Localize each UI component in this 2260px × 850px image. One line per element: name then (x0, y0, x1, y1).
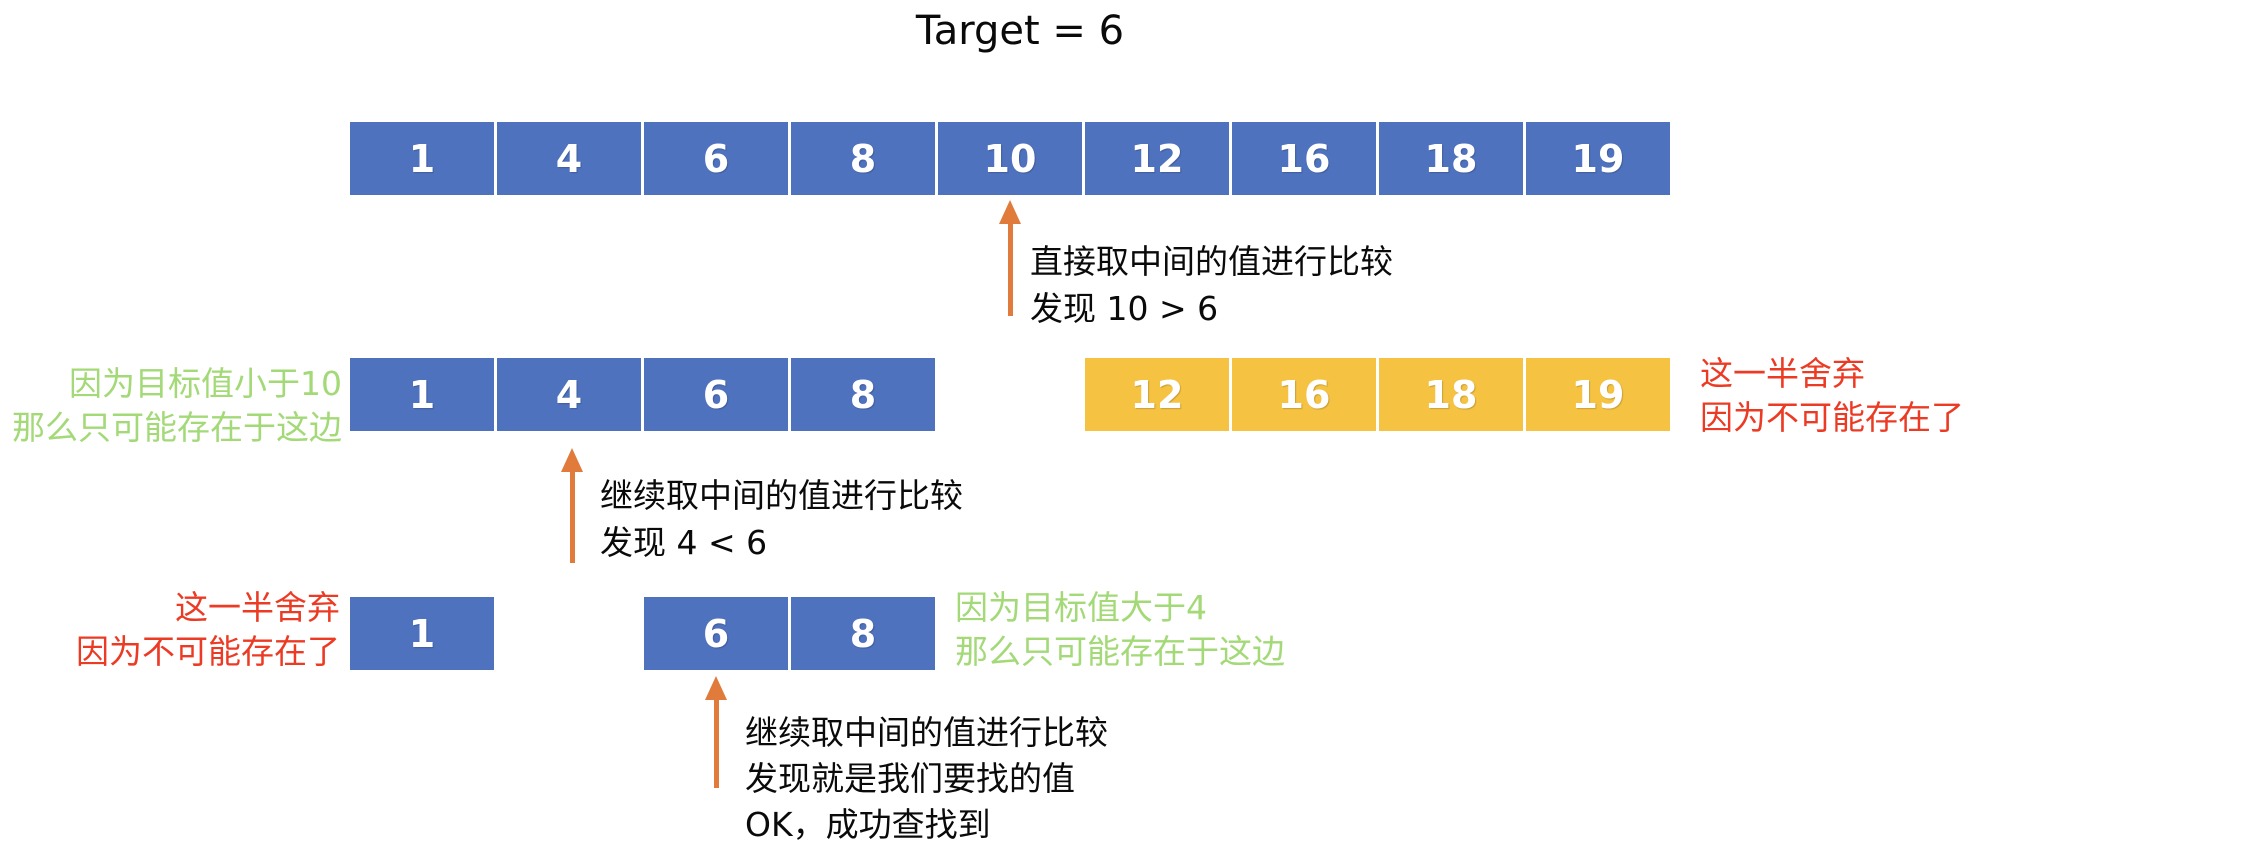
array-cell: 12 (1085, 358, 1229, 431)
annotation-step1: 直接取中间的值进行比较发现 10 > 6 (1030, 238, 1393, 332)
arrow-stem (569, 472, 575, 563)
array-cell: 1 (350, 122, 494, 195)
array-cell: 10 (938, 122, 1082, 195)
label-discard-left: 这一半舍弃因为不可能存在了 (0, 586, 340, 674)
arrow-stem (1007, 224, 1013, 316)
array-cell: 19 (1526, 122, 1670, 195)
annotation-line: 发现 10 > 6 (1030, 289, 1219, 328)
arrow-up-icon (999, 200, 1021, 316)
array-cell: 4 (497, 358, 641, 431)
annotation-line: 发现 4 < 6 (600, 523, 768, 562)
array-cell: 8 (791, 597, 935, 670)
arrow-head (705, 676, 727, 700)
array-cell: 18 (1379, 122, 1523, 195)
annotation-line: 继续取中间的值进行比较 (745, 713, 1108, 752)
annotation-line: 因为不可能存在了 (1700, 398, 1964, 437)
array-cell: 1 (350, 597, 494, 670)
arrow-stem (713, 700, 719, 788)
array-cell: 19 (1526, 358, 1670, 431)
array-cell: 12 (1085, 122, 1229, 195)
annotation-line: OK，成功查找到 (745, 805, 991, 844)
array-cell: 8 (791, 122, 935, 195)
annotation-step2: 继续取中间的值进行比较发现 4 < 6 (600, 472, 963, 566)
array-cell: 1 (350, 358, 494, 431)
label-keep-right: 因为目标值大于4 那么只可能存在于这边 (955, 586, 1285, 674)
annotation-line: 这一半舍弃 (175, 588, 340, 627)
annotation-line: 那么只可能存在于这边 (12, 408, 342, 447)
array-cell: 4 (497, 122, 641, 195)
annotation-line: 发现就是我们要找的值 (745, 759, 1075, 798)
annotation-line: 那么只可能存在于这边 (955, 632, 1285, 671)
annotation-step3: 继续取中间的值进行比较发现就是我们要找的值 OK，成功查找到 (745, 710, 1108, 848)
label-keep-left: 因为目标值小于10 那么只可能存在于这边 (0, 362, 342, 450)
arrow-head (561, 448, 583, 472)
array-cell: 6 (644, 122, 788, 195)
annotation-line: 这一半舍弃 (1700, 354, 1865, 393)
annotation-line: 直接取中间的值进行比较 (1030, 242, 1393, 281)
arrow-up-icon (705, 676, 727, 788)
arrow-up-icon (561, 448, 583, 563)
array-cell: 8 (791, 358, 935, 431)
annotation-line: 因为不可能存在了 (76, 632, 340, 671)
annotation-line: 继续取中间的值进行比较 (600, 476, 963, 515)
diagram-title: Target = 6 (915, 8, 1125, 54)
array-cell: 6 (644, 597, 788, 670)
arrow-head (999, 200, 1021, 224)
annotation-line: 因为目标值小于10 (69, 364, 342, 403)
label-discard-right: 这一半舍弃因为不可能存在了 (1700, 352, 1964, 440)
array-cell: 18 (1379, 358, 1523, 431)
array-cell: 16 (1232, 122, 1376, 195)
array-single-discarded: 1 (350, 597, 494, 670)
annotation-line: 因为目标值大于4 (955, 588, 1207, 627)
array-cell: 16 (1232, 358, 1376, 431)
array-cell: 6 (644, 358, 788, 431)
